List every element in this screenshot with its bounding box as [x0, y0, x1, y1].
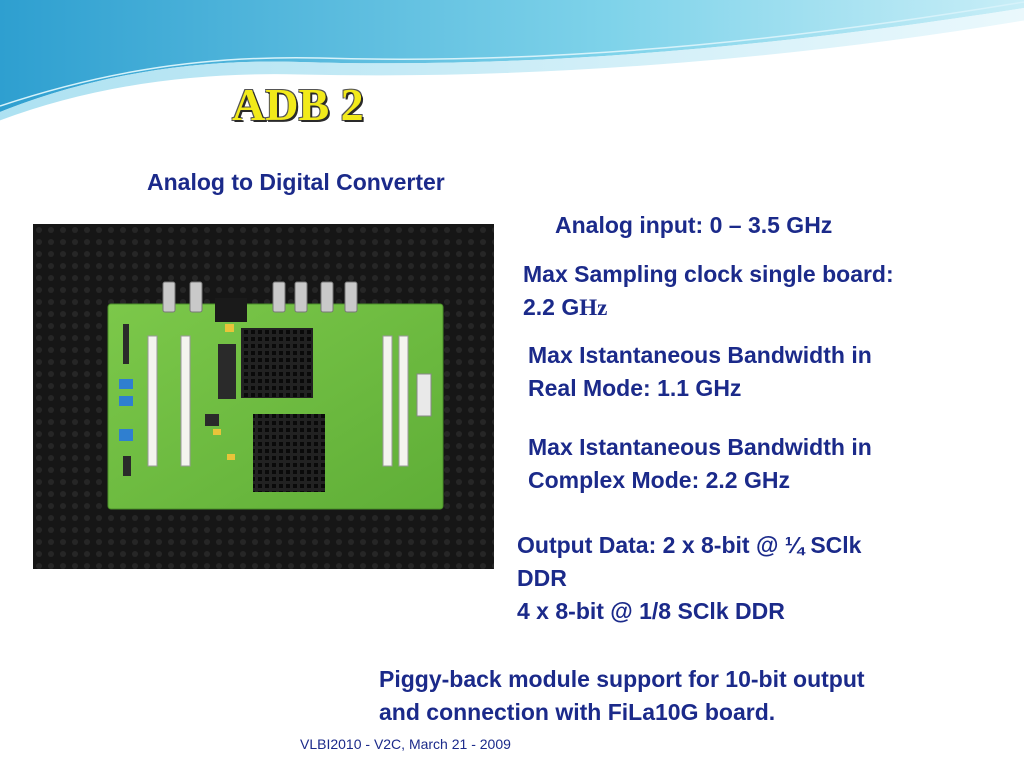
- spec-output-line2: DDR: [517, 565, 567, 591]
- spec-bw-complex-line1: Max Istantaneous Bandwidth in: [528, 434, 872, 460]
- spec-bw-real-line2: Real Mode: 1.1 GHz: [528, 375, 742, 401]
- slide-footer: VLBI2010 - V2C, March 21 - 2009: [300, 736, 511, 752]
- spec-output-data: Output Data: 2 x 8-bit @ ¼ SClk DDR 4 x …: [517, 529, 861, 628]
- spec-piggy-line1: Piggy-back module support for 10-bit out…: [379, 666, 865, 692]
- spec-bw-complex-line2: Complex Mode: 2.2 GHz: [528, 467, 790, 493]
- spec-sampling-line2: 2.2 GHz: [523, 291, 894, 324]
- slide-title: ADB 2: [232, 79, 364, 130]
- slide-subtitle: Analog to Digital Converter: [147, 169, 445, 195]
- spec-bandwidth-complex: Max Istantaneous Bandwidth in Complex Mo…: [528, 431, 872, 497]
- spec-sampling-value: 2.2 G: [523, 294, 580, 320]
- spec-analog-input: Analog input: 0 – 3.5 GHz: [555, 212, 833, 238]
- spec-piggy-line2: and connection with FiLa10G board.: [379, 699, 776, 725]
- spec-bandwidth-real: Max Istantaneous Bandwidth in Real Mode:…: [528, 339, 872, 405]
- adc-board-photo: [33, 224, 494, 569]
- header-wave-decoration: [0, 0, 1024, 124]
- spec-piggy-back: Piggy-back module support for 10-bit out…: [379, 663, 865, 729]
- spec-sampling-clock: Max Sampling clock single board: 2.2 GHz: [523, 258, 894, 324]
- spec-output-line1: Output Data: 2 x 8-bit @ ¼ SClk: [517, 532, 862, 558]
- spec-output-line3: 4 x 8-bit @ 1/8 SClk DDR: [517, 598, 785, 624]
- spec-sampling-line1: Max Sampling clock single board:: [523, 261, 894, 287]
- spec-sampling-unit: Hz: [579, 295, 608, 320]
- spec-bw-real-line1: Max Istantaneous Bandwidth in: [528, 342, 872, 368]
